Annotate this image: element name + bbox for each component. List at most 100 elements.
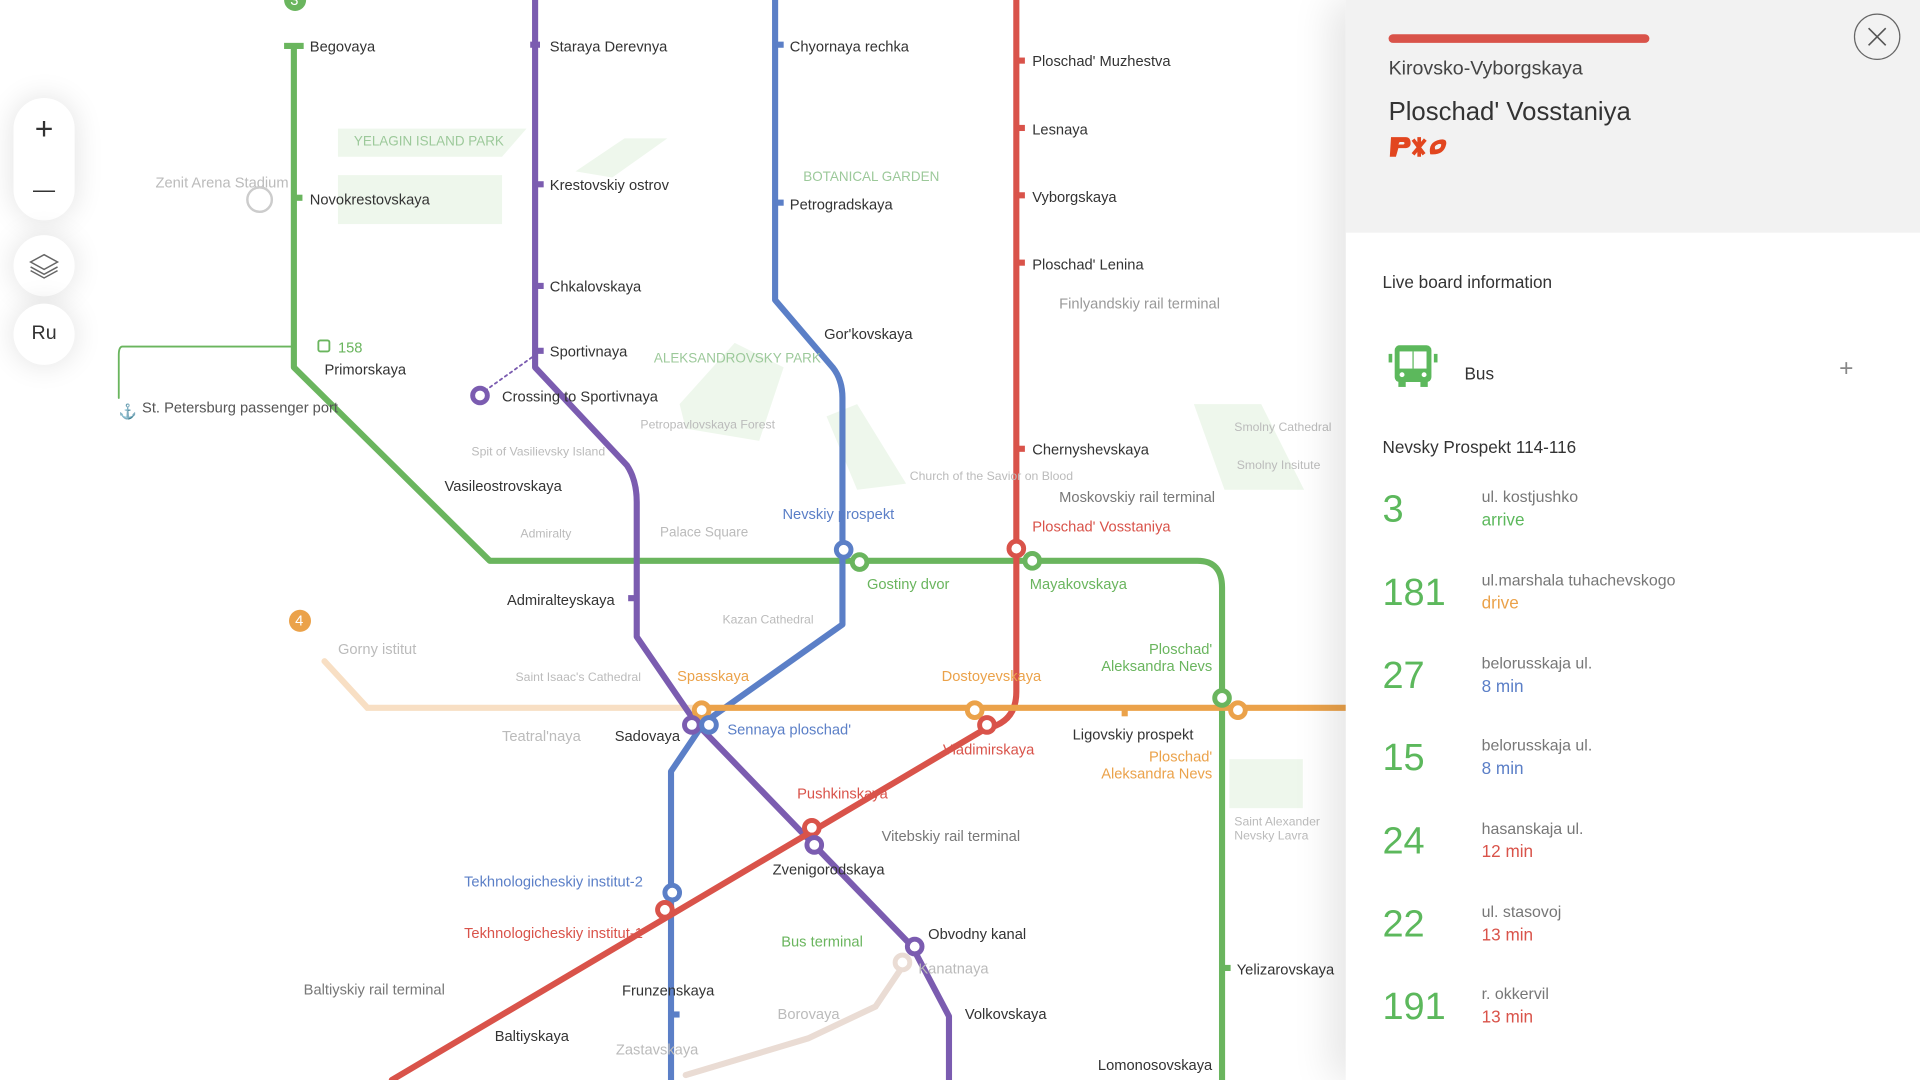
bus-route-label: 158 xyxy=(338,341,363,357)
language-button[interactable]: Ru xyxy=(13,303,75,365)
route-number: 24 xyxy=(1382,819,1425,863)
station-label[interactable]: Teatral'naya xyxy=(502,729,582,745)
route-destination: hasanskaja ul. xyxy=(1481,819,1584,838)
station-label[interactable]: Gorny istitut xyxy=(338,642,416,658)
station-label[interactable]: Gor'kovskaya xyxy=(824,327,913,343)
route-arrival-time: 8 min xyxy=(1481,675,1524,696)
station-label[interactable]: Crossing to Sportivnaya xyxy=(502,390,659,406)
station-label[interactable]: Borovaya xyxy=(778,1007,841,1023)
poi-label: Church of the Savior on Blood xyxy=(910,469,1073,483)
station-label[interactable]: Begovaya xyxy=(310,39,376,55)
station-label[interactable]: Dostoyevskaya xyxy=(942,669,1042,685)
line-4-badge[interactable] xyxy=(288,609,312,632)
station-label[interactable]: Vladimirskaya xyxy=(943,742,1035,758)
station-label[interactable]: Yelizarovskaya xyxy=(1237,963,1335,979)
route-destination: belorusskaja ul. xyxy=(1481,653,1593,673)
expand-button[interactable]: + xyxy=(1839,355,1854,383)
station-labels[interactable]: Begovaya Novokrestovskaya Primorskaya Va… xyxy=(310,39,1335,1074)
station-label[interactable]: Pushkinskaya xyxy=(797,786,888,802)
station-label[interactable]: Chyornaya rechka xyxy=(790,39,910,55)
line-1-red[interactable] xyxy=(388,0,1020,1080)
anchor-icon: ⚓ xyxy=(119,402,137,420)
transport-type-row[interactable]: Bus + xyxy=(1388,343,1867,392)
layers-button[interactable] xyxy=(13,235,75,297)
stadium-icon xyxy=(246,186,274,214)
poi-label: Kazan Cathedral xyxy=(722,612,813,626)
station-label[interactable]: Chernyshevskaya xyxy=(1032,442,1150,458)
station-label[interactable]: Lomonosovskaya xyxy=(1098,1058,1213,1074)
zoom-controls: + — xyxy=(13,97,75,221)
line-2-blue[interactable] xyxy=(667,0,846,1080)
faded-lines xyxy=(321,658,910,1079)
close-button[interactable] xyxy=(1853,13,1901,61)
station-label[interactable]: Krestovskiy ostrov xyxy=(550,178,670,194)
station-label[interactable]: Ligovskiy prospekt xyxy=(1073,728,1194,744)
route-number: 191 xyxy=(1382,984,1446,1028)
station-label[interactable]: Volkovskaya xyxy=(965,1007,1047,1023)
station-label[interactable]: Tekhnologicheskiy institut-2 xyxy=(464,875,643,891)
station-label[interactable]: Sennaya ploschad' xyxy=(727,723,851,739)
station-label[interactable]: Zastavskaya xyxy=(616,1042,699,1058)
station-label[interactable]: Admiralteyskaya xyxy=(507,593,616,609)
station-label[interactable]: Ploschad' Vosstaniya xyxy=(1032,519,1171,535)
route-row[interactable]: 191 r. okkervil 13 min xyxy=(1382,984,1872,1057)
close-icon xyxy=(1868,27,1887,46)
station-label[interactable]: Kanatnaya xyxy=(918,961,989,977)
station-label[interactable]: Petrogradskaya xyxy=(790,197,894,213)
poi-label: Smolny Cathedral xyxy=(1234,420,1331,434)
station-label[interactable]: Spasskaya xyxy=(677,669,750,685)
bus-icon xyxy=(1388,345,1438,387)
station-label[interactable]: Gostiny dvor xyxy=(867,577,950,593)
station-label[interactable]: Sadovaya xyxy=(615,729,681,745)
station-label[interactable]: Sportivnaya xyxy=(550,344,628,360)
station-panel: Kirovsko-Vyborgskaya Ploschad' Vosstaniy… xyxy=(1345,0,1920,1080)
line-color-bar xyxy=(1388,34,1650,43)
station-label[interactable]: Mayakovskaya xyxy=(1030,577,1128,593)
parks xyxy=(337,128,1305,809)
panel-header: Kirovsko-Vyborgskaya Ploschad' Vosstaniy… xyxy=(1345,0,1920,233)
line-3-green[interactable] xyxy=(290,43,1226,1080)
station-label[interactable]: Obvodny kanal xyxy=(928,927,1026,943)
station-label[interactable]: Ploschad'Aleksandra Nevs xyxy=(1101,750,1212,783)
line-4-badge-label: 4 xyxy=(295,614,303,630)
zoom-out-button[interactable]: — xyxy=(33,176,56,202)
station-label[interactable]: Vyborgskaya xyxy=(1032,190,1117,206)
station-label[interactable]: Tekhnologicheskiy institut-1 xyxy=(464,926,643,942)
park-label: YELAGIN ISLAND PARK xyxy=(354,134,504,149)
station-label[interactable]: Baltiyskaya xyxy=(495,1029,570,1045)
station-label[interactable]: Staraya Derevnya xyxy=(550,39,668,55)
station-label[interactable]: Vasileostrovskaya xyxy=(444,479,562,495)
crossing-link xyxy=(479,354,537,396)
station-label[interactable]: Primorskaya xyxy=(324,363,406,379)
interchanges[interactable] xyxy=(470,385,1248,973)
station-label[interactable]: Zvenigorodskaya xyxy=(773,862,886,878)
route-arrival-time: arrive xyxy=(1481,509,1525,529)
station-ticks xyxy=(284,41,1231,1018)
station-label[interactable]: Chkalovskaya xyxy=(550,279,642,295)
line-5-purple[interactable] xyxy=(532,0,953,1080)
route-destination: r. okkervil xyxy=(1481,984,1549,1003)
station-label[interactable]: Ploschad'Aleksandra Nevs xyxy=(1101,642,1212,675)
zoom-in-button[interactable]: + xyxy=(34,109,54,147)
station-label[interactable]: Frunzenskaya xyxy=(622,984,715,1000)
station-label[interactable]: Nevskiy prospekt xyxy=(782,507,894,523)
rzd-logo xyxy=(1389,137,1447,157)
station-label[interactable]: Lesnaya xyxy=(1032,123,1088,139)
poi-label: Saint Isaac's Cathedral xyxy=(516,670,641,684)
station-label[interactable]: Novokrestovskaya xyxy=(310,192,431,208)
poi-label: Finlyandskiy rail terminal xyxy=(1059,297,1220,313)
station-label[interactable]: Ploschad' Muzhestva xyxy=(1032,54,1171,70)
station-label[interactable]: Ploschad' Lenina xyxy=(1032,257,1144,273)
poi-label: Moskovskiy rail terminal xyxy=(1059,490,1215,506)
route-number: 3 xyxy=(1382,487,1404,531)
route-arrival-time: 13 min xyxy=(1481,1006,1534,1027)
line-3-badge[interactable] xyxy=(284,0,307,12)
